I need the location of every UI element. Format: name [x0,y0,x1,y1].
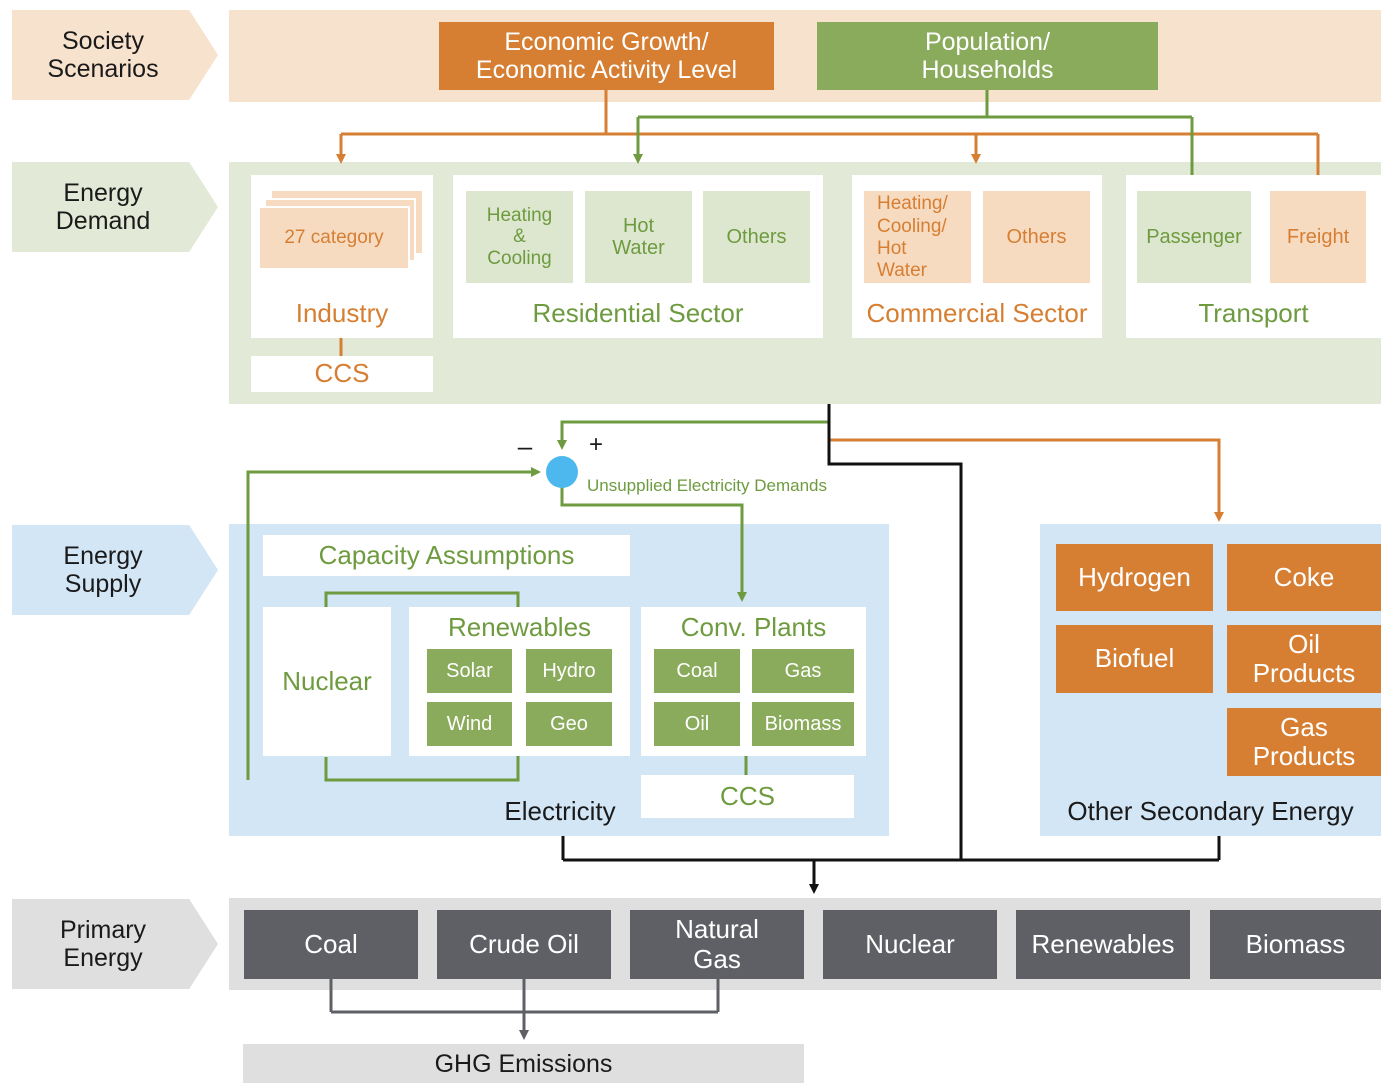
transport-item-passenger: Passenger [1137,191,1251,283]
minus-sign: – [517,431,533,462]
row-label-demand: Energy Demand [12,162,218,252]
summing-node [546,456,578,488]
renewable-wind: Wind [427,702,512,746]
society-band [229,10,1381,102]
row-label-society: Society Scenarios [12,10,218,100]
secondary-coke: Coke [1227,544,1381,611]
economic-growth-box: Economic Growth/ Economic Activity Level [439,22,774,90]
primary-coal: Coal [244,910,418,979]
renewable-solar: Solar [427,649,512,693]
conv-oil: Oil [654,702,740,746]
primary-natural-gas: Natural Gas [630,910,804,979]
category-stack-front: 27 category [260,206,410,268]
conv-gas: Gas [752,649,854,693]
commercial-item-others: Others [983,191,1090,283]
row-label-supply: Energy Supply [12,525,218,615]
plus-sign: + [588,430,603,458]
renewables-title: Renewables [447,612,592,643]
primary-nuclear: Nuclear [823,910,997,979]
nuclear-box: Nuclear [263,607,391,756]
conv-biomass: Biomass [752,702,854,746]
residential-item-heating-cooling: Heating & Cooling [466,191,573,283]
ghg-emissions: GHG Emissions [243,1044,804,1083]
primary-renewables: Renewables [1016,910,1190,979]
electricity-title: Electricity [504,796,616,826]
industry-title: Industry [295,298,389,329]
industry-ccs: CCS [251,356,433,392]
renewable-geo: Geo [526,702,612,746]
renewable-hydro: Hydro [526,649,612,693]
commercial-title: Commercial Sector [866,298,1088,329]
transport-title: Transport [1198,298,1309,329]
secondary-oil-products: Oil Products [1227,625,1381,693]
conv-coal: Coal [654,649,740,693]
capacity-assumptions: Capacity Assumptions [263,535,630,576]
primary-crude-oil: Crude Oil [437,910,611,979]
secondary-hydrogen: Hydrogen [1056,544,1213,611]
primary-biomass: Biomass [1210,910,1381,979]
secondary-biofuel: Biofuel [1056,625,1213,693]
secondary-title: Other Secondary Energy [1067,796,1354,826]
conv-plants-title: Conv. Plants [680,612,827,643]
row-label-primary: Primary Energy [12,899,218,989]
transport-item-freight: Freight [1270,191,1366,283]
residential-title: Residential Sector [532,298,744,329]
residential-item-hot-water: Hot Water [585,191,692,283]
commercial-item-heating-cooling-hot-water: Heating/ Cooling/ Hot Water [864,191,971,283]
unsupplied-label: Unsupplied Electricity Demands [587,476,827,495]
secondary-gas-products: Gas Products [1227,708,1381,776]
residential-item-others: Others [703,191,810,283]
conv-ccs: CCS [641,775,854,818]
population-box: Population/ Households [817,22,1158,90]
